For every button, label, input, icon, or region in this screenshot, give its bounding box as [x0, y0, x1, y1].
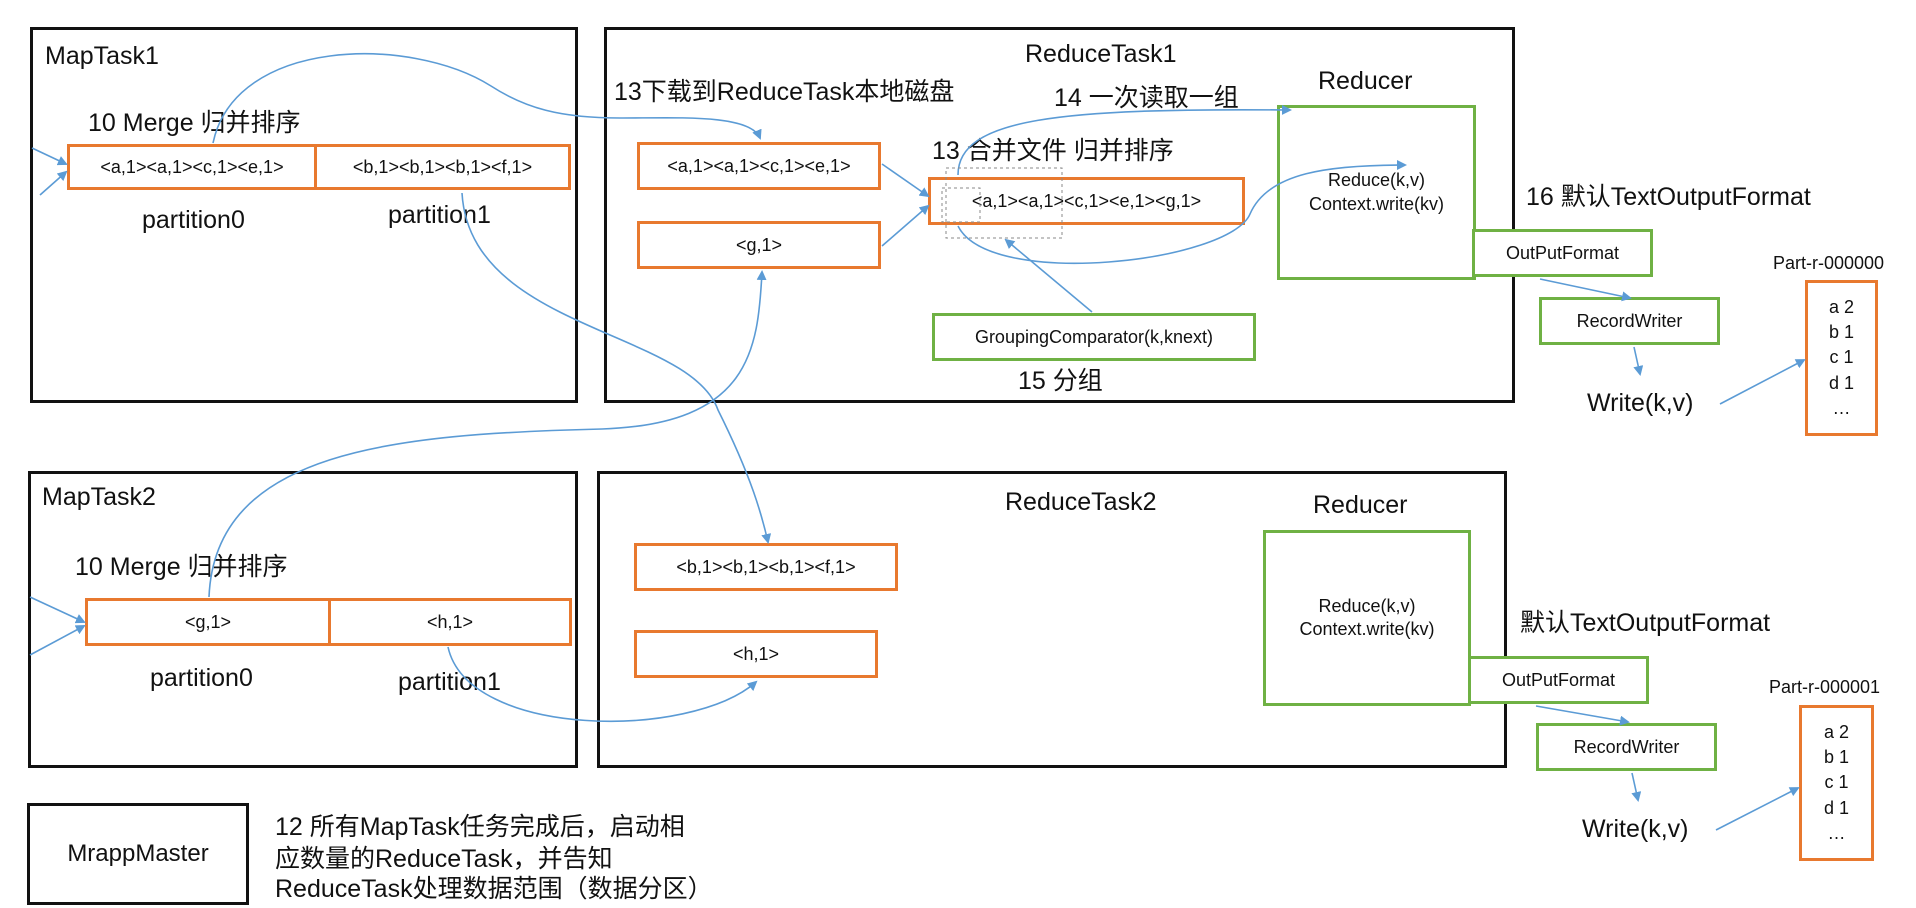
reducetask1-merged-box: <a,1><a,1><c,1><e,1><g,1> [928, 177, 1245, 225]
reducetask2-fetched-1-data: <b,1><b,1><b,1><f,1> [676, 556, 856, 577]
maptask1-partition0-data: <a,1><a,1><c,1><e,1> [100, 156, 284, 177]
maptask1-merge-label: 10 Merge 归并排序 [88, 109, 301, 137]
output2-recordwriter-label: RecordWriter [1573, 736, 1680, 757]
output2-row: … [1827, 822, 1846, 843]
output1-chain-arrow [1719, 359, 1806, 405]
grouping-comparator-label: GroupingComparator(k,knext) [974, 326, 1214, 347]
reducetask1-merge-label: 13 合并文件 归并排序 [932, 137, 1174, 165]
output2-outputformat-label: OutPutFormat [1501, 669, 1616, 690]
reducetask2-frame [597, 471, 1507, 768]
maptask2-partition0-box: <g,1> [85, 598, 331, 646]
output2-file-name: Part-r-000001 [1769, 677, 1881, 697]
maptask2-merge-label: 10 Merge 归并排序 [75, 553, 288, 581]
maptask1-partition1-box: <b,1><b,1><b,1><f,1> [314, 144, 571, 190]
reducer1-box: Reduce(k,v) Context.write(kv) [1277, 105, 1476, 280]
reducer2-line2: Context.write(kv) [1299, 619, 1435, 639]
output2-chain-arrow [1715, 787, 1800, 831]
output2-format-label: 默认TextOutputFormat [1520, 609, 1771, 637]
output1-row: b 1 [1828, 322, 1855, 343]
output1-file-name: Part-r-000000 [1773, 253, 1885, 273]
maptask1-title: MapTask1 [45, 42, 159, 70]
output1-row: a 2 [1828, 297, 1855, 318]
reducer1-line2: Context.write(kv) [1308, 193, 1445, 214]
maptask1-partition1-data: <b,1><b,1><b,1><f,1> [352, 156, 533, 177]
output2-chain-arrow [1535, 705, 1630, 726]
reducer2-title: Reducer [1313, 491, 1408, 519]
output2-row: b 1 [1823, 747, 1850, 768]
reducer1-line1: Reduce(k,v) [1327, 170, 1426, 191]
reducetask1-merged-data: <a,1><a,1><c,1><e,1><g,1> [971, 190, 1202, 211]
output1-row: d 1 [1828, 372, 1855, 393]
reducer1-title: Reducer [1318, 67, 1413, 95]
maptask2-partition0-label: partition0 [150, 664, 253, 692]
output2-file-box: a 2 b 1 c 1 d 1 … [1799, 705, 1874, 861]
output1-row: … [1832, 397, 1851, 418]
reducetask1-fetched-1-box: <a,1><a,1><c,1><e,1> [637, 142, 881, 190]
reducer2-box: Reduce(k,v) Context.write(kv) [1263, 530, 1471, 706]
reducetask1-download-label: 13下载到ReduceTask本地磁盘 [614, 78, 955, 106]
maptask1-frame [30, 27, 578, 403]
reducetask1-fetched-1-data: <a,1><a,1><c,1><e,1> [667, 155, 851, 176]
output1-chain-arrow [1539, 278, 1632, 302]
master-note-line2: 应数量的ReduceTask，并告知 [275, 845, 613, 873]
reducetask2-fetched-2-box: <h,1> [634, 630, 878, 678]
maptask2-partition1-label: partition1 [398, 668, 501, 696]
maptask2-partition1-box: <h,1> [328, 598, 572, 646]
output1-outputformat-label: OutPutFormat [1505, 242, 1620, 263]
reducetask1-fetched-2-box: <g,1> [637, 221, 881, 269]
maptask2-partition1-data: <h,1> [426, 611, 474, 632]
master-note-line3: ReduceTask处理数据范围（数据分区） [275, 875, 713, 903]
output2-row: c 1 [1824, 772, 1849, 793]
mrappmaster-label: MrappMaster [67, 840, 209, 867]
output2-recordwriter-box: RecordWriter [1536, 723, 1717, 771]
output2-row: a 2 [1823, 722, 1850, 743]
output1-file-box: a 2 b 1 c 1 d 1 … [1805, 280, 1878, 436]
reducer2-line1: Reduce(k,v) [1318, 595, 1416, 616]
maptask2-partition0-data: <g,1> [184, 611, 232, 632]
maptask2-title: MapTask2 [42, 483, 156, 511]
grouping-comparator-box: GroupingComparator(k,knext) [932, 313, 1256, 361]
mrappmaster-box: MrappMaster [27, 803, 249, 905]
maptask1-partition0-box: <a,1><a,1><c,1><e,1> [67, 144, 317, 190]
reducetask2-fetched-1-box: <b,1><b,1><b,1><f,1> [634, 543, 898, 591]
reducetask1-title: ReduceTask1 [1025, 40, 1177, 68]
maptask1-partition1-label: partition1 [388, 201, 491, 229]
reducetask2-fetched-2-data: <h,1> [732, 643, 780, 664]
output1-chain-arrow [1633, 346, 1644, 376]
output1-recordwriter-box: RecordWriter [1539, 297, 1720, 345]
master-note-line1: 12 所有MapTask任务完成后，启动相 [275, 813, 685, 841]
output1-outputformat-box: OutPutFormat [1472, 229, 1653, 277]
reducetask1-group-label: 15 分组 [1018, 367, 1103, 395]
output2-chain-arrow [1631, 772, 1642, 802]
output1-recordwriter-label: RecordWriter [1576, 310, 1683, 331]
maptask1-partition0-label: partition0 [142, 206, 245, 234]
reducetask1-read-label: 14 一次读取一组 [1054, 84, 1239, 112]
output1-row: c 1 [1829, 347, 1854, 368]
reducetask1-fetched-2-data: <g,1> [735, 234, 783, 255]
output2-outputformat-box: OutPutFormat [1468, 656, 1649, 704]
output2-write-label: Write(k,v) [1582, 815, 1689, 843]
output1-format-label: 16 默认TextOutputFormat [1526, 183, 1811, 211]
output1-write-label: Write(k,v) [1587, 389, 1694, 417]
reducetask2-title: ReduceTask2 [1005, 488, 1157, 516]
output2-row: d 1 [1823, 797, 1850, 818]
